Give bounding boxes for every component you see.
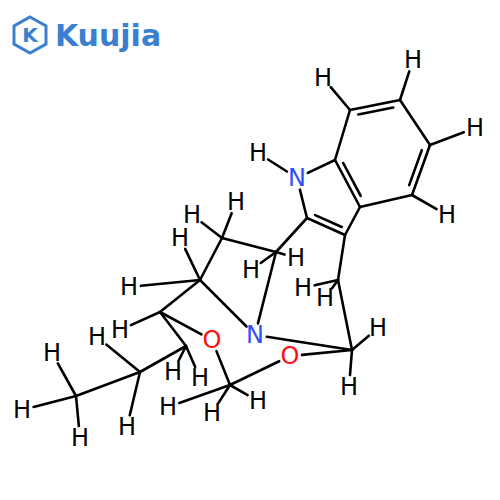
atom-label: H <box>340 375 358 399</box>
bond-line <box>76 372 140 396</box>
atom-label: H <box>111 318 129 342</box>
bond-line <box>315 215 342 227</box>
atom-label: H <box>294 276 312 300</box>
atom-label: H <box>191 366 209 390</box>
bond-line <box>358 107 393 114</box>
atom-label: H <box>316 286 334 310</box>
bond-line <box>409 150 422 185</box>
bond-line <box>200 280 247 327</box>
bond-line <box>34 396 76 407</box>
bond-line <box>141 280 200 286</box>
bond-line <box>430 132 464 145</box>
bond-line <box>343 163 361 196</box>
bond-line <box>335 110 350 160</box>
bond-line <box>400 71 409 100</box>
atom-label: N <box>288 166 306 190</box>
bond-line <box>360 195 412 207</box>
atom-label: H <box>171 226 189 250</box>
bond-line <box>106 345 140 372</box>
bond-line <box>222 213 232 238</box>
atom-label: N <box>246 323 264 347</box>
bond-line <box>160 280 200 312</box>
atom-label: H <box>120 275 138 299</box>
atom-label: O <box>281 344 300 368</box>
atom-label: H <box>88 325 106 349</box>
atom-label: H <box>13 398 31 422</box>
atom-label: H <box>466 116 484 140</box>
atom-label: H <box>164 360 182 384</box>
atom-label: H <box>242 258 260 282</box>
bond-line <box>267 337 352 350</box>
bond-line <box>76 396 79 426</box>
bond-line <box>216 351 230 385</box>
atom-label: O <box>203 328 222 352</box>
atom-label: H <box>159 395 177 419</box>
atom-label: H <box>227 190 245 214</box>
atom-label: H <box>203 401 221 425</box>
bond-line <box>230 385 248 395</box>
bond-line <box>345 207 360 235</box>
bond-line <box>276 252 285 255</box>
bond-line <box>160 312 186 346</box>
atom-label: H <box>438 203 456 227</box>
atom-label: H <box>118 415 136 439</box>
bond-line <box>222 238 276 252</box>
bond-line <box>58 363 76 396</box>
bond-line <box>130 372 140 415</box>
atom-label: H <box>249 141 267 165</box>
bond-line <box>352 336 369 350</box>
bond-line <box>302 350 352 355</box>
bond-line <box>350 350 352 375</box>
bond-line <box>308 160 335 173</box>
bond-line <box>185 249 200 280</box>
atom-label: H <box>183 203 201 227</box>
atom-label: H <box>369 316 387 340</box>
bond-line <box>200 238 222 280</box>
atom-label: H <box>71 426 89 450</box>
bond-line <box>202 222 222 238</box>
logo-text: K <box>22 25 38 45</box>
bond-line <box>160 312 201 334</box>
bond-line <box>258 252 276 323</box>
logo-hexagon <box>14 17 46 53</box>
bond-line <box>331 87 350 110</box>
bond-line <box>338 280 352 350</box>
bond-line <box>131 312 160 325</box>
atom-label: H <box>404 48 422 72</box>
bond-line <box>335 160 360 207</box>
bond-line <box>268 159 287 171</box>
bond-line <box>400 100 430 145</box>
bond-line <box>412 195 437 209</box>
atom-label: H <box>43 341 61 365</box>
atom-label: H <box>314 66 332 90</box>
bond-line <box>338 235 345 280</box>
atom-label: H <box>287 246 305 270</box>
bond-line <box>186 346 195 367</box>
bond-line <box>230 361 279 385</box>
bond-line <box>300 190 307 218</box>
logo-text: Kuujia <box>55 21 161 51</box>
atom-label: H <box>249 389 267 413</box>
